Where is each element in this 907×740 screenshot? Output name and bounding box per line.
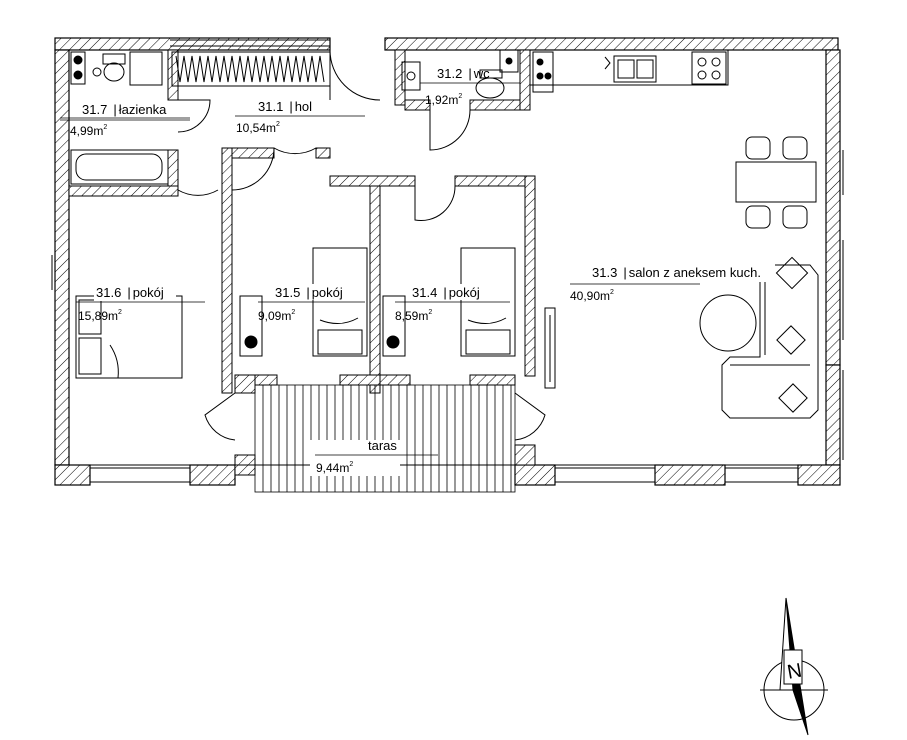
svg-text:15,89m2: 15,89m2: [78, 309, 122, 323]
room-area: 9,44: [316, 461, 340, 475]
svg-text:31.5|pokój: 31.5|pokój: [275, 285, 343, 300]
kitchen-counter: [529, 49, 729, 93]
label-wc: 31.2|wc 1,92m2: [420, 66, 520, 107]
svg-text:8,59m2: 8,59m2: [395, 309, 432, 323]
room-name: hol: [295, 99, 312, 114]
room-number: 31.2: [437, 66, 462, 81]
north-arrow-icon: N: [760, 597, 828, 736]
room-number: 31.6: [96, 285, 121, 300]
room-area: 4,99: [70, 124, 94, 138]
svg-text:40,90m2: 40,90m2: [570, 289, 614, 303]
svg-text:31.1|hol: 31.1|hol: [258, 99, 312, 114]
doors: [177, 49, 546, 441]
room-area: 1,92: [425, 93, 449, 107]
room-area: 8,59: [395, 309, 419, 323]
room-number: 31.4: [412, 285, 437, 300]
bed-31-4: [382, 247, 516, 357]
svg-text:1,92m2: 1,92m2: [425, 93, 462, 107]
label-salon: 31.3|salon z aneksem kuch. 40,90m2: [570, 262, 775, 303]
room-name: salon z aneksem kuch.: [629, 265, 761, 280]
room-name: pokój: [449, 285, 480, 300]
room-name: pokój: [312, 285, 343, 300]
room-area: 9,09: [258, 309, 282, 323]
windows: [51, 39, 844, 483]
svg-text:4,99m2: 4,99m2: [70, 124, 107, 138]
room-number: 31.5: [275, 285, 300, 300]
bathroom-fixtures: [60, 51, 190, 185]
svg-text:31.3|salon z aneksem kuch.: 31.3|salon z aneksem kuch.: [592, 265, 761, 280]
terrace-label-bg: [310, 440, 400, 476]
label-lazienka: 31.7|łazienka 4,99m2: [60, 102, 190, 138]
svg-text:31.2|wc: 31.2|wc: [437, 66, 490, 81]
svg-text:9,09m2: 9,09m2: [258, 309, 295, 323]
room-name: wc: [473, 66, 490, 81]
room-number: 31.7: [82, 102, 107, 117]
svg-text:9,44m2: 9,44m2: [316, 461, 353, 475]
room-labels: 31.7|łazienka 4,99m2 31.1|hol 10,54m2 31…: [60, 66, 775, 475]
label-pokoj-31-6: 31.6|pokój 15,89m2: [76, 285, 205, 323]
dining-table: [735, 136, 817, 229]
sofa: [544, 256, 819, 419]
svg-text:31.4|pokój: 31.4|pokój: [412, 285, 480, 300]
interior-walls: [68, 49, 536, 476]
room-name: pokój: [133, 285, 164, 300]
label-taras: taras 9,44m2: [315, 438, 438, 475]
room-area: 40,90: [570, 289, 600, 303]
svg-text:31.7|łazienka: 31.7|łazienka: [82, 102, 167, 117]
room-number: 31.1: [258, 99, 283, 114]
label-hol: 31.1|hol 10,54m2: [235, 99, 365, 135]
compass-label: N: [786, 660, 804, 684]
room-area: 10,54: [236, 121, 266, 135]
wc-fixtures: [401, 49, 519, 99]
label-pokoj-31-5: 31.5|pokój 9,09m2: [258, 284, 365, 323]
room-area: 15,89: [78, 309, 108, 323]
label-pokoj-31-4: 31.4|pokój 8,59m2: [395, 284, 510, 323]
room-name: łazienka: [119, 102, 167, 117]
terrace-decking: [254, 384, 516, 493]
svg-text:31.6|pokój: 31.6|pokój: [96, 285, 164, 300]
room-outlines: [68, 50, 827, 466]
svg-text:10,54m2: 10,54m2: [236, 121, 280, 135]
room-number: 31.3: [592, 265, 617, 280]
room-name: taras: [368, 438, 397, 453]
wardrobe: [171, 51, 331, 87]
